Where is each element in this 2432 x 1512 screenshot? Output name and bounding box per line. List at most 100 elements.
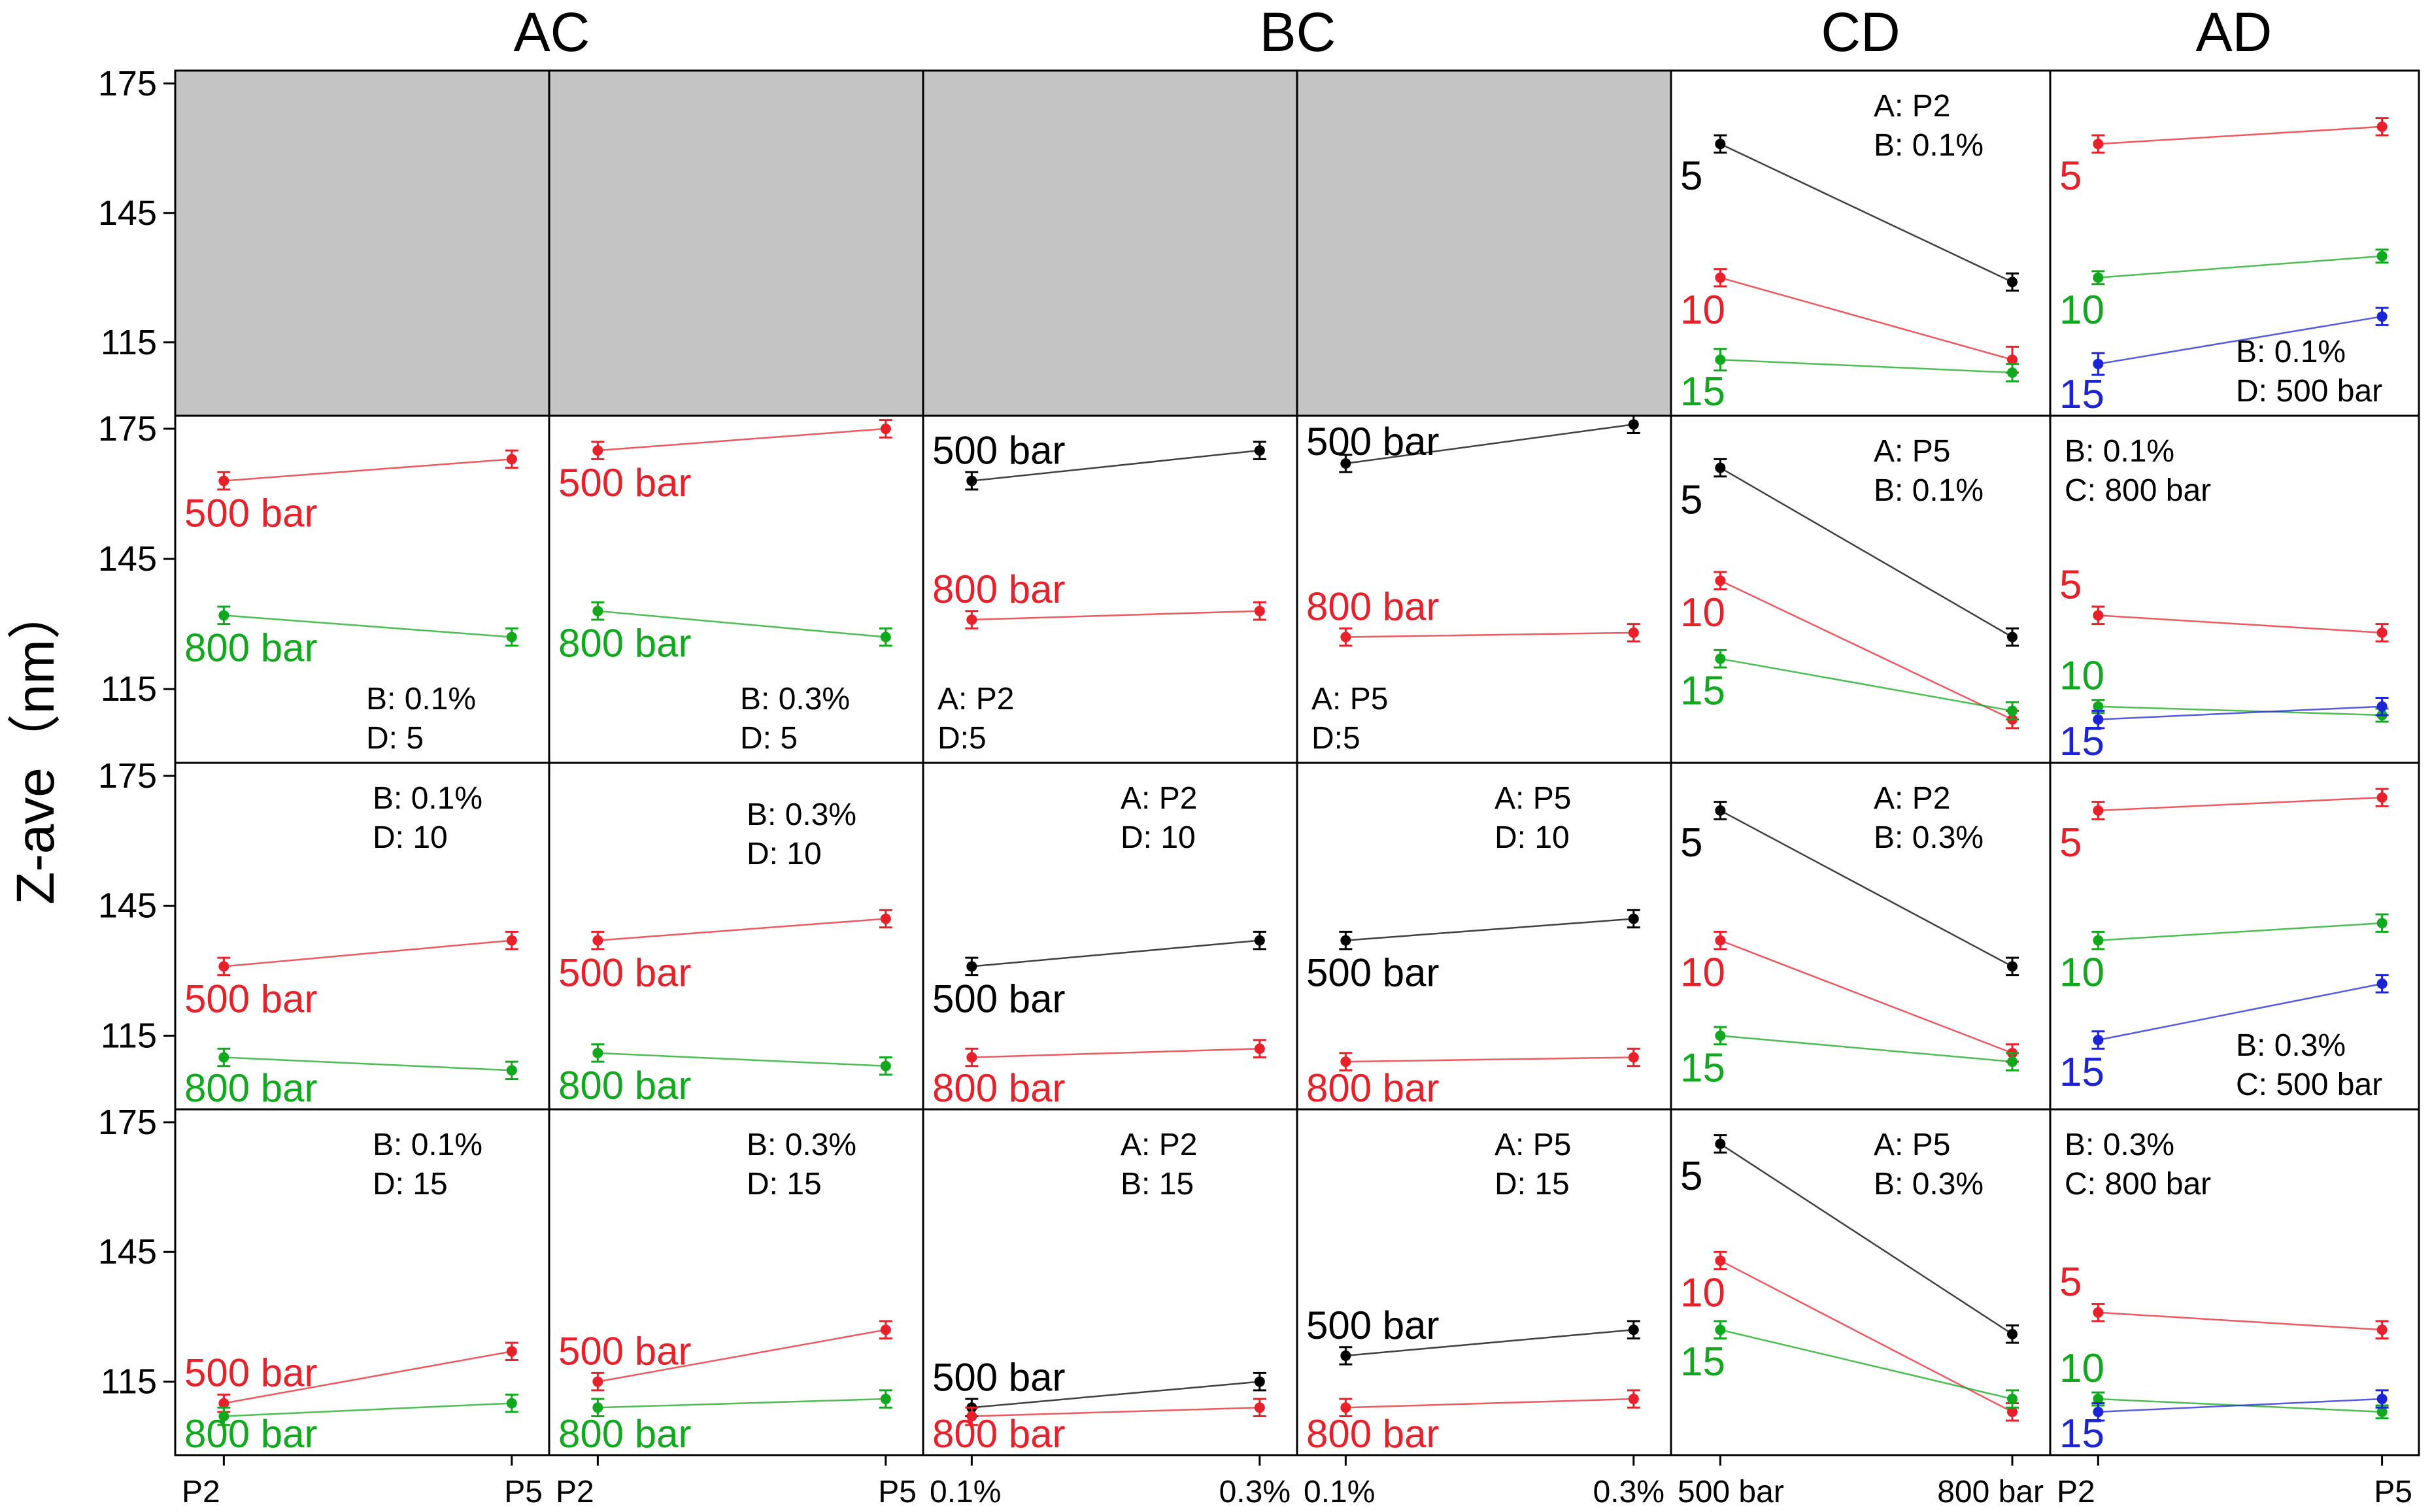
panel-frame bbox=[174, 414, 550, 764]
series-label: 500 bar bbox=[932, 1355, 1066, 1399]
series-15: 15 bbox=[1680, 1026, 2019, 1090]
data-point bbox=[218, 1398, 229, 1409]
series-5: 5 bbox=[1680, 801, 2019, 977]
series-15: 15 bbox=[2059, 974, 2389, 1095]
series-label: 15 bbox=[2059, 719, 2104, 764]
series-label: 15 bbox=[2059, 372, 2104, 417]
series-line bbox=[1719, 809, 2013, 967]
series-10: 10 bbox=[1680, 571, 2019, 730]
series-label: 500 bar bbox=[1306, 1303, 1440, 1347]
data-point bbox=[880, 1324, 891, 1336]
panel-annotation: A: P2 bbox=[1874, 89, 1950, 124]
data-point bbox=[1340, 458, 1351, 469]
data-point bbox=[2093, 805, 2104, 816]
series-800-bar: 800 bar bbox=[184, 1047, 518, 1110]
series-5: 5 bbox=[2059, 1260, 2389, 1339]
data-point bbox=[2093, 610, 2104, 621]
panel-annotation: B: 0.1% bbox=[2065, 434, 2174, 469]
panel-annotation: A: P5 bbox=[1311, 682, 1388, 716]
series-line bbox=[971, 939, 1260, 967]
data-point bbox=[592, 935, 603, 946]
series-label: 5 bbox=[1680, 478, 1702, 523]
series-line bbox=[1345, 1398, 1634, 1409]
series-line bbox=[2098, 983, 2382, 1041]
x-tick-label: P5 bbox=[2374, 1475, 2412, 1509]
panel-annotation: C: 800 bar bbox=[2065, 1167, 2211, 1201]
series-label: 10 bbox=[2059, 288, 2104, 333]
panel-frame bbox=[174, 762, 550, 1111]
x-tick-label: 0.1% bbox=[930, 1475, 1001, 1509]
panel-frame bbox=[922, 762, 1298, 1111]
series-label: 800 bar bbox=[184, 1066, 318, 1110]
x-tick-label: P5 bbox=[878, 1475, 917, 1509]
series-label: 800 bar bbox=[184, 1412, 318, 1456]
data-point bbox=[966, 961, 977, 972]
panel-annotation: B: 15 bbox=[1121, 1167, 1194, 1201]
series-5: 5 bbox=[1680, 1134, 2019, 1344]
data-point bbox=[2376, 978, 2388, 989]
panel-annotation: A: P5 bbox=[1495, 1128, 1571, 1162]
series-line bbox=[2098, 705, 2382, 716]
series-label: 5 bbox=[2059, 820, 2082, 865]
data-point bbox=[2007, 705, 2018, 716]
panel-annotation: B: 0.1% bbox=[1874, 128, 1984, 163]
y-axis-label: Z-ave（nm） bbox=[6, 586, 65, 905]
series-label: 500 bar bbox=[558, 461, 692, 505]
series-label: 800 bar bbox=[558, 622, 692, 665]
series-label: 10 bbox=[1680, 1270, 1725, 1315]
data-point bbox=[1715, 1324, 1726, 1336]
series-label: 5 bbox=[1680, 154, 1702, 199]
data-point bbox=[1340, 1350, 1351, 1361]
data-point bbox=[1628, 913, 1639, 924]
panel-frame bbox=[1296, 762, 1672, 1111]
data-point bbox=[2007, 631, 2018, 643]
panel-annotation: B: 0.1% bbox=[2236, 335, 2346, 369]
panel-annotation: D:5 bbox=[937, 721, 987, 756]
data-point bbox=[966, 1052, 977, 1063]
data-point bbox=[1715, 935, 1726, 946]
data-point bbox=[1715, 462, 1726, 473]
data-point bbox=[1715, 1030, 1726, 1041]
series-800-bar: 800 bar bbox=[558, 601, 892, 665]
series-line bbox=[2098, 1398, 2382, 1413]
y-tick-label: 175 bbox=[98, 1103, 157, 1142]
series-label: 10 bbox=[2059, 1346, 2104, 1391]
series-line bbox=[2098, 255, 2382, 279]
data-point bbox=[218, 475, 229, 486]
series-500-bar: 500 bar bbox=[1306, 414, 1640, 473]
panel-frame bbox=[174, 1108, 550, 1456]
data-point bbox=[2093, 1394, 2104, 1405]
data-point bbox=[2093, 935, 2104, 946]
series-label: 15 bbox=[2059, 1411, 2104, 1456]
y-tick-label: 145 bbox=[98, 539, 157, 579]
x-tick-label: 800 bar bbox=[1937, 1475, 2044, 1509]
series-label: 800 bar bbox=[558, 1064, 692, 1107]
data-point bbox=[218, 961, 229, 972]
panel-annotation: A: P2 bbox=[1874, 781, 1950, 816]
data-point bbox=[1628, 419, 1639, 430]
series-line bbox=[224, 1402, 512, 1417]
series-line bbox=[971, 1048, 1260, 1058]
y-tick-label: 115 bbox=[101, 323, 157, 362]
x-tick-label: P5 bbox=[504, 1475, 543, 1509]
series-15: 15 bbox=[2059, 1389, 2389, 1456]
series-5: 5 bbox=[2059, 562, 2389, 643]
panel-annotation: A: P5 bbox=[1874, 1128, 1950, 1162]
panel-annotation: A: P2 bbox=[1121, 1128, 1197, 1162]
data-point bbox=[506, 935, 517, 946]
series-800-bar: 800 bar bbox=[558, 1389, 892, 1456]
panel-frame bbox=[2049, 762, 2420, 1111]
series-500-bar: 500 bar bbox=[184, 1341, 518, 1413]
series-label: 800 bar bbox=[184, 626, 318, 669]
series-label: 800 bar bbox=[932, 567, 1066, 611]
